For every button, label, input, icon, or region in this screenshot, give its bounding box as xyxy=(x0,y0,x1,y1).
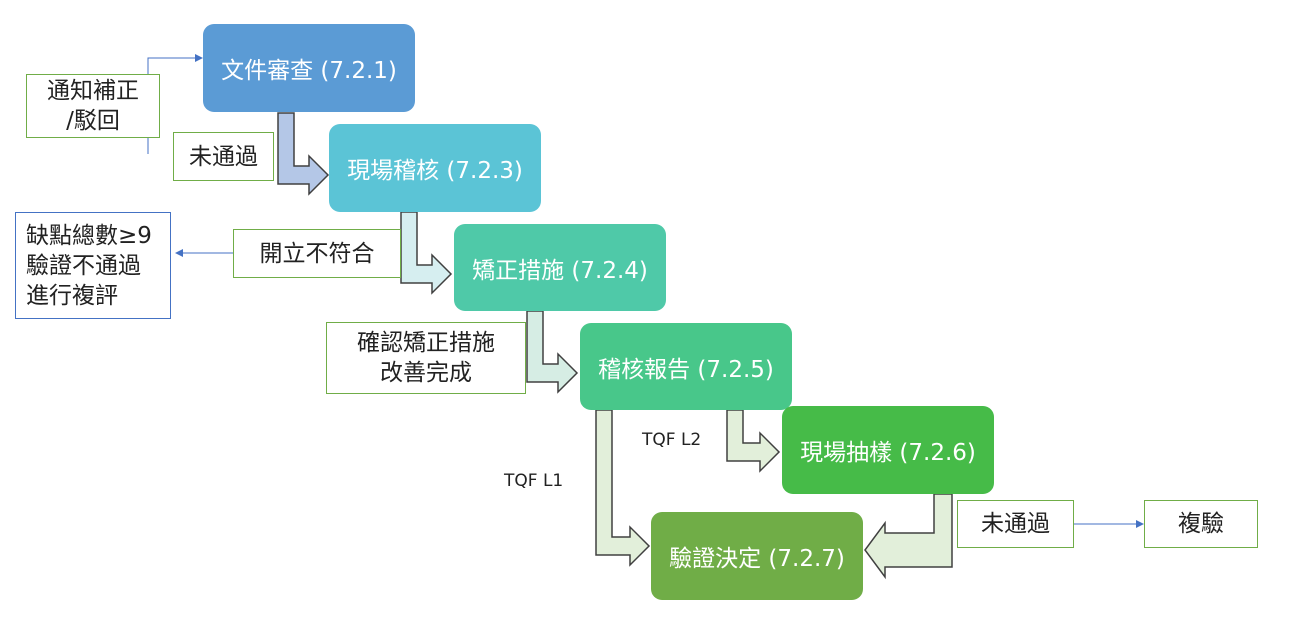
flow-arrow-3 xyxy=(526,310,579,394)
note-defects-line1: 缺點總數≥9 xyxy=(26,222,152,249)
step-document-review[interactable]: 文件審查 (7.2.1) xyxy=(203,24,415,112)
branch-label-tqf-l2: TQF L2 xyxy=(642,430,702,450)
branch-label-tqf-l1: TQF L1 xyxy=(504,471,564,491)
step-document-review-label: 文件審查 (7.2.1) xyxy=(221,58,397,84)
note-failed-review-text: 未通過 xyxy=(189,143,258,170)
note-confirm-corrective: 確認矯正措施 改善完成 xyxy=(326,322,526,394)
note-reinspection: 複驗 xyxy=(1144,500,1258,548)
note-confirm-line1: 確認矯正措施 xyxy=(357,330,495,356)
note-confirm-line2: 改善完成 xyxy=(380,360,472,386)
note-notify-line2: /駁回 xyxy=(66,108,120,134)
step-onsite-audit-label: 現場稽核 (7.2.3) xyxy=(347,158,523,184)
step-audit-report-label: 稽核報告 (7.2.5) xyxy=(598,356,774,383)
step-onsite-sampling[interactable]: 現場抽樣 (7.2.6) xyxy=(782,406,994,494)
note-nonconformity-text: 開立不符合 xyxy=(259,240,375,267)
flow-arrow-l1 xyxy=(595,409,651,567)
note-defects-line2: 驗證不通過 xyxy=(26,252,141,279)
note-failed-sampling: 未通過 xyxy=(957,500,1074,548)
step-corrective-action[interactable]: 矯正措施 (7.2.4) xyxy=(454,224,666,311)
step-corrective-action-label: 矯正措施 (7.2.4) xyxy=(472,257,648,284)
flow-arrow-l2 xyxy=(726,409,781,473)
flow-arrow-1 xyxy=(277,112,330,196)
note-defects-line3: 進行複評 xyxy=(26,282,118,309)
step-onsite-sampling-label: 現場抽樣 (7.2.6) xyxy=(800,440,976,466)
note-defects-threshold: 缺點總數≥9 驗證不通過 進行複評 xyxy=(15,212,171,319)
note-notify-line1: 通知補正 xyxy=(47,78,139,104)
step-certification-decision-label: 驗證決定 (7.2.7) xyxy=(669,546,845,572)
note-failed-sampling-text: 未通過 xyxy=(981,511,1050,537)
step-certification-decision[interactable]: 驗證決定 (7.2.7) xyxy=(651,512,863,600)
flow-arrow-fail xyxy=(864,493,953,580)
flow-arrow-2 xyxy=(400,211,453,295)
note-nonconformity: 開立不符合 xyxy=(233,229,401,278)
step-onsite-audit[interactable]: 現場稽核 (7.2.3) xyxy=(329,124,541,212)
note-failed-review: 未通過 xyxy=(173,132,274,181)
note-notify-correction: 通知補正 /駁回 xyxy=(26,74,160,138)
step-audit-report[interactable]: 稽核報告 (7.2.5) xyxy=(580,323,792,410)
note-reinspection-text: 複驗 xyxy=(1178,511,1224,537)
